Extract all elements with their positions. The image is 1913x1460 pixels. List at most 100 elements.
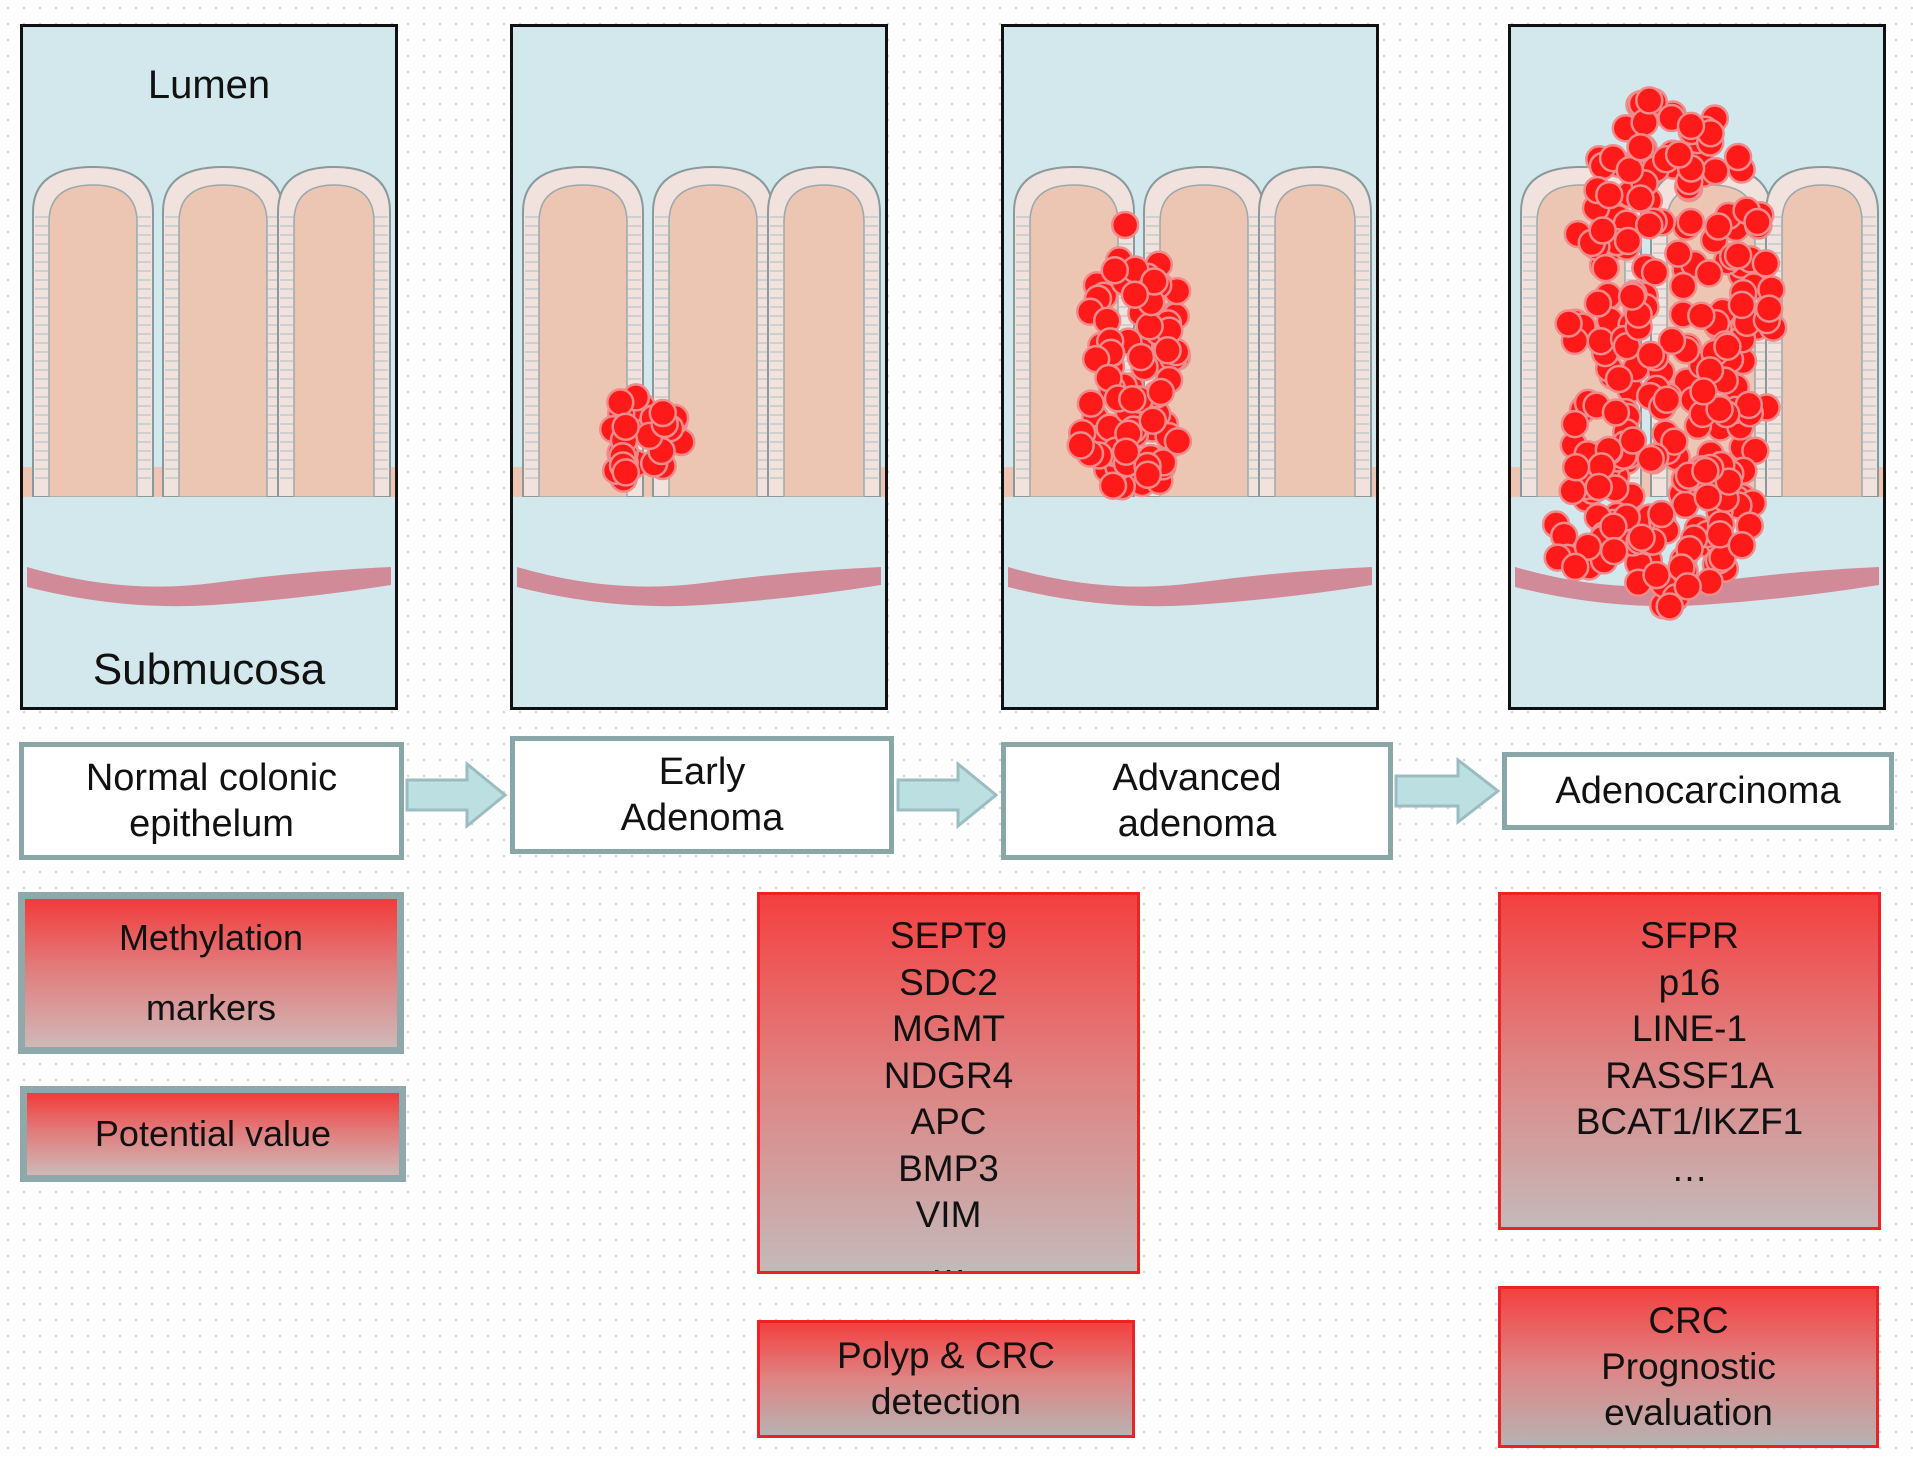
value-early-box: Polyp & CRC detection (757, 1320, 1135, 1438)
tumor-cell (1599, 512, 1628, 541)
legend-methylation-label: Methylation markers (118, 917, 304, 1028)
tumor-cell (1138, 406, 1168, 435)
tumor-cell (1599, 536, 1629, 566)
tumor-cell (1751, 249, 1781, 278)
tumor-cell (1595, 180, 1624, 210)
tumor-cell (1657, 326, 1687, 356)
panel-adenocarcinoma (1508, 24, 1886, 710)
tumor-cell (606, 388, 635, 417)
tumor-cell (1163, 427, 1193, 456)
tumor-cell (1618, 426, 1648, 455)
tumor-cell (1560, 409, 1590, 439)
tumor-cluster (1541, 86, 1788, 621)
tumor-cell (1635, 86, 1664, 115)
villus (1258, 165, 1372, 498)
marker-item: MGMT (891, 1008, 1006, 1049)
tumor-cell (1146, 377, 1176, 407)
adenocarcinoma-illustration (1511, 86, 1883, 707)
marker-item: BCAT1/IKZF1 (1575, 1101, 1804, 1142)
tumor-cell (1120, 280, 1150, 309)
tumor-cell (1754, 294, 1784, 323)
stage-early-label: Early Adenoma (620, 751, 784, 839)
arrow-icon (896, 760, 999, 830)
tumor-cell (1135, 312, 1164, 341)
tumor-cell (1591, 253, 1620, 283)
marker-item: VIM (915, 1194, 982, 1235)
villus (162, 165, 284, 498)
tumor-cell (1676, 111, 1706, 141)
villus (32, 165, 154, 498)
marker-item: BMP3 (898, 1147, 999, 1189)
blood-vessel (1008, 567, 1372, 607)
advanced-adenoma-illustration (1004, 165, 1376, 707)
tumor-cell (1652, 385, 1682, 415)
tumor-cell (1664, 140, 1694, 169)
tumor-cell (1694, 259, 1724, 288)
marker-item: SDC2 (899, 961, 998, 1003)
tumor-cell (1100, 255, 1130, 285)
tumor-cell (1673, 572, 1702, 601)
villus (277, 165, 391, 498)
stage-advanced-label: Advanced adenoma (1112, 757, 1282, 845)
stage-normal-epithelium: Normal colonic epithelum (19, 742, 404, 860)
tumor-cell (1617, 282, 1647, 311)
tumor-cell (1660, 427, 1689, 456)
marker-item: LINE-1 (1631, 1008, 1748, 1049)
tumor-cell (1713, 332, 1742, 361)
legend-methylation-markers: Methylation markers (18, 892, 404, 1054)
tumor-cell (1615, 155, 1645, 185)
tumor-cell (1626, 184, 1655, 213)
tumor-cell (1126, 342, 1156, 372)
panel-early-adenoma (510, 24, 888, 710)
tumor-cell (1110, 210, 1140, 240)
stage-adenocarcinoma-label: Adenocarcinoma (1555, 770, 1841, 812)
marker-item: p16 (1658, 961, 1721, 1003)
tumor-cell (1634, 211, 1664, 240)
tumor-cell (1723, 142, 1753, 172)
marker-item: SFPR (1640, 915, 1739, 956)
markers-cancer-box: SFPR p16 LINE-1 RASSF1A BCAT1/IKZF1 … (1498, 892, 1881, 1230)
normal-tissue-illustration (23, 165, 395, 707)
value-cancer-label: CRC Prognostic evaluation (1601, 1300, 1776, 1433)
tumor-cell (1588, 216, 1617, 245)
blood-vessel (27, 567, 391, 607)
tumor-cell (1066, 431, 1095, 460)
tumor-cell (1584, 472, 1613, 502)
tumor-cell (1727, 530, 1757, 560)
tumor-cell (1687, 301, 1716, 330)
tumor-cell (1704, 212, 1733, 241)
blood-vessel (517, 567, 881, 607)
tumor-cell (1626, 132, 1655, 162)
tumor-cell (1613, 226, 1643, 256)
tumor-cell (1560, 552, 1590, 582)
tumor-cell (611, 412, 640, 442)
tumor-cell (1647, 499, 1676, 529)
tumor-cell (1561, 453, 1591, 482)
tumor-cell (1153, 336, 1182, 365)
tumor-cell (1604, 364, 1634, 394)
villus (1143, 165, 1265, 498)
tumor-cell (1705, 394, 1734, 424)
tumor-cell (1642, 560, 1671, 590)
tumor-cell (1636, 444, 1665, 474)
tumor-cell (1640, 258, 1670, 287)
tumor-cell (1701, 156, 1730, 186)
marker-item: … (1671, 1147, 1708, 1189)
marker-item: SEPT9 (889, 915, 1008, 956)
marker-item: RASSF1A (1605, 1054, 1774, 1096)
tumor-cell (611, 458, 641, 487)
tumor-cell (1676, 207, 1706, 237)
marker-item: … (930, 1240, 967, 1274)
early-adenoma-illustration (513, 165, 885, 707)
tumor-cell (1601, 398, 1631, 427)
tumor-cell (1655, 592, 1684, 621)
legend-potential-label: Potential value (94, 1113, 332, 1154)
arrow-icon (1394, 756, 1501, 826)
tumor-cell (1118, 385, 1147, 414)
tumor-cell (1743, 207, 1772, 237)
tumor-cluster (598, 383, 696, 493)
tumor-cell (1586, 326, 1615, 356)
tumor-cell (1140, 267, 1169, 296)
stage-adenocarcinoma: Adenocarcinoma (1502, 752, 1894, 830)
legend-potential-value: Potential value (20, 1086, 406, 1182)
